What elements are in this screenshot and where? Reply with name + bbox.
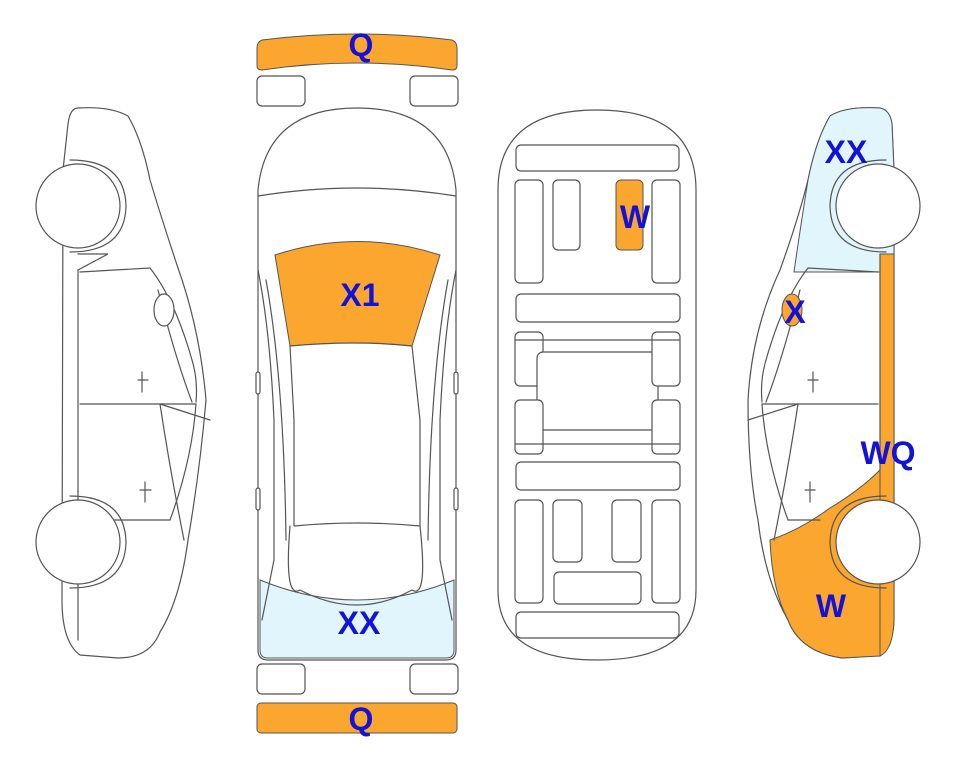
rear-bumper-shape (256, 702, 458, 734)
right-fuel-door-shape (781, 293, 803, 327)
left-side-view (35, 107, 211, 659)
rear-window-label: XX (338, 605, 381, 641)
front-left-mirror (256, 75, 306, 107)
right-side-sill (773, 403, 799, 541)
left-front-arch (69, 495, 127, 589)
right-front-fender-label: W (816, 588, 847, 624)
underbody-right-rail-1 (651, 179, 681, 284)
windshield-label: X1 (340, 277, 379, 313)
underbody-cross-2 (515, 461, 681, 491)
top-right-handle-2 (453, 487, 459, 511)
underbody-rear-plate (553, 571, 642, 605)
top-view (255, 33, 459, 734)
front-right-mirror (409, 75, 459, 107)
roof-panel (289, 342, 421, 527)
rear-deck-line (287, 525, 424, 606)
right-rear-fender-label: XX (825, 134, 868, 170)
underbody-center-tunnel (536, 351, 659, 431)
underbody-panel-label: W (620, 199, 651, 235)
top-left-handle-1 (255, 371, 261, 395)
left-front-wheel (35, 499, 121, 585)
right-side-door-handle-1 (807, 371, 819, 393)
underbody-inner-left-2 (552, 499, 583, 563)
right-fuel-door-label: X (784, 294, 806, 330)
top-right-inner-line (427, 279, 449, 541)
top-right-a-pillar (439, 269, 457, 621)
right-front-wheel (835, 499, 921, 585)
right-side-window-bottom (761, 403, 879, 521)
underbody-right-rail-4 (651, 499, 681, 604)
left-side-window-top (79, 267, 198, 403)
underbody-left-rail-1 (514, 179, 544, 284)
underbody-inner-right-2 (611, 499, 642, 563)
underbody-left-rail-4 (514, 499, 544, 604)
right-side-window-top (760, 267, 879, 403)
underbody-cross-1 (515, 293, 681, 323)
underbody-right-rail-3 (651, 399, 681, 455)
underbody-right-rail-2 (651, 331, 681, 387)
left-side-door-handle-1 (137, 371, 149, 393)
top-right-handle-1 (453, 371, 459, 395)
underbody-view (497, 109, 697, 661)
underbody-front-bar (515, 144, 680, 172)
rear-bumper-label: Q (349, 701, 374, 737)
underbody-rear-bar (515, 611, 680, 639)
top-left-inner-line (265, 279, 287, 541)
underbody-left-rail-3 (514, 399, 544, 455)
right-side-view (747, 107, 921, 659)
left-rear-arch (69, 159, 127, 253)
right-rear-wheel (835, 163, 921, 249)
rear-right-light (409, 663, 459, 695)
left-side-sill (159, 403, 185, 541)
rear-window-shape (259, 579, 455, 659)
left-side-roofline (77, 253, 109, 641)
hood-line (257, 187, 457, 197)
underbody-inner-left-1 (552, 179, 581, 251)
left-side-window-bottom (79, 403, 197, 521)
damage-labels: Q X1 XX Q W XX X WQ W (338, 27, 916, 737)
right-front-arch (829, 495, 887, 589)
top-left-handle-2 (255, 487, 261, 511)
left-rear-wheel (35, 163, 121, 249)
underbody-panel-shape (615, 179, 644, 251)
right-side-door-handle-2 (804, 481, 816, 503)
left-side-door-handle-2 (139, 481, 152, 503)
right-rocker-panel-label: WQ (860, 435, 915, 471)
rear-left-light (256, 663, 306, 695)
front-bumper-shape (256, 33, 458, 71)
right-rear-arch (829, 159, 887, 253)
left-side-mirror (153, 293, 175, 327)
front-bumper-label: Q (349, 27, 374, 63)
top-left-a-pillar (257, 269, 275, 621)
underbody-frame-lines (514, 339, 681, 445)
